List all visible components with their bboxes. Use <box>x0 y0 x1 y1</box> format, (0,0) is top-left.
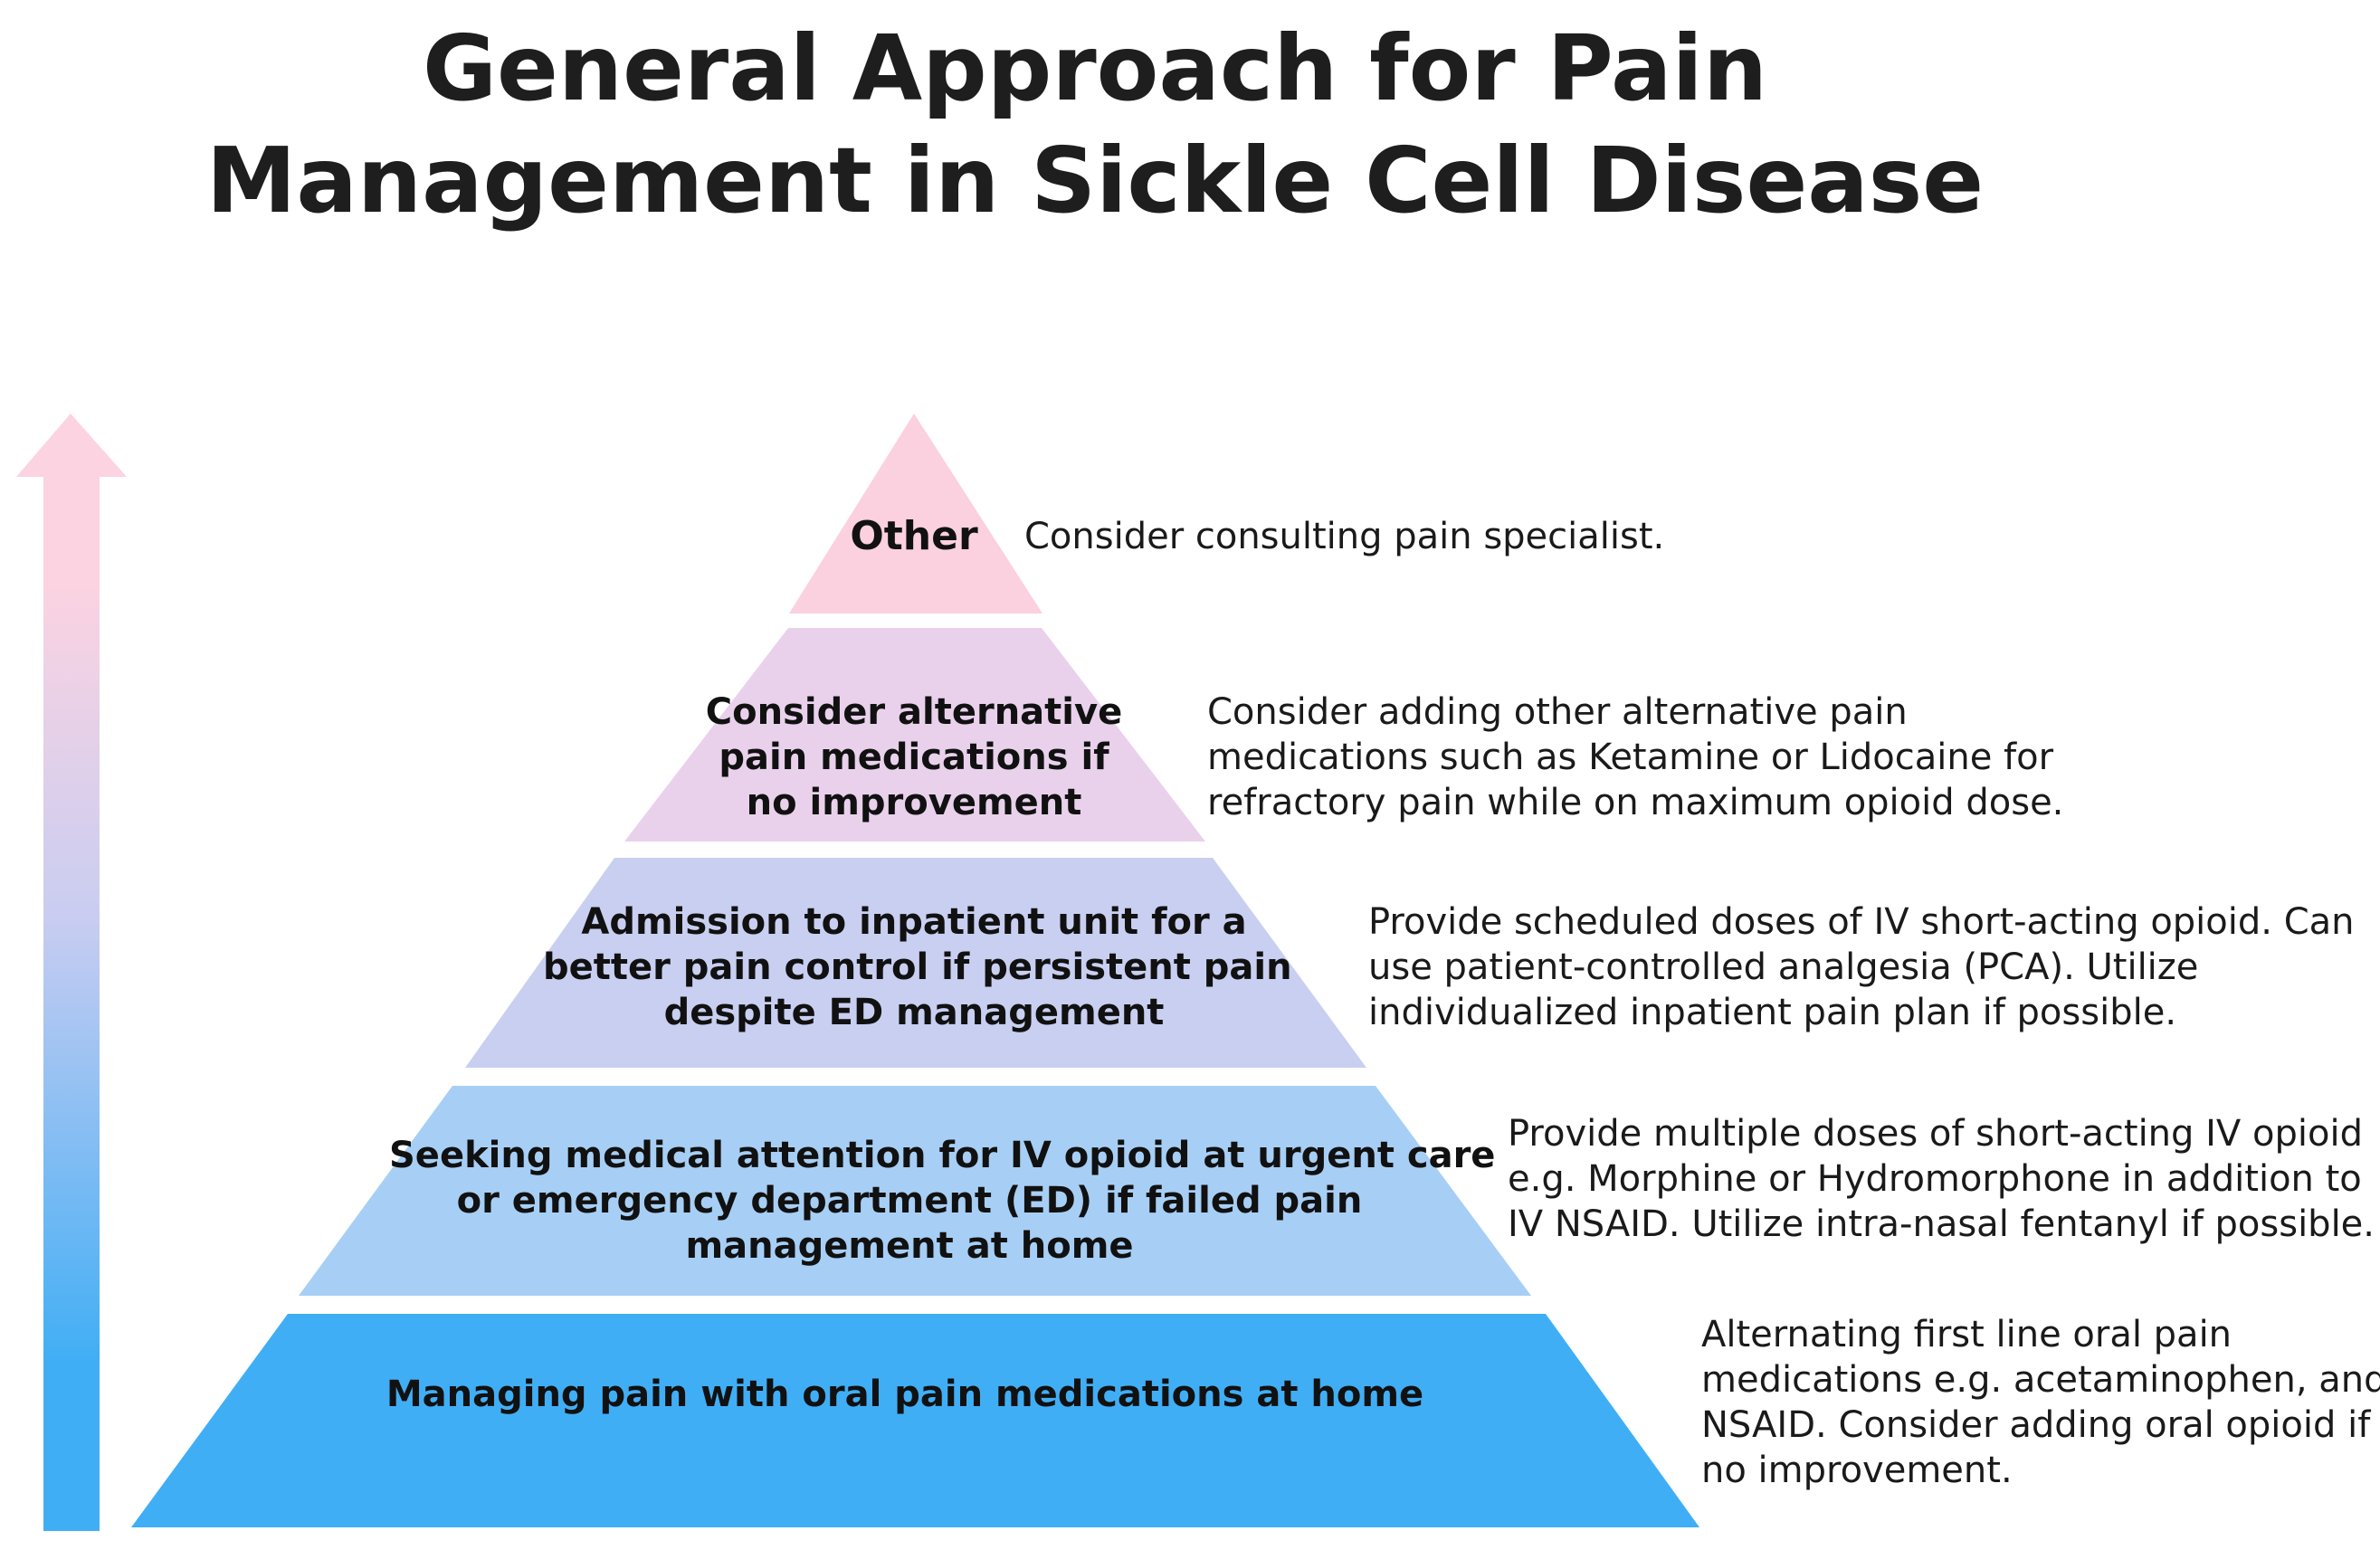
title-line-2: Management in Sickle Cell Disease <box>205 128 1985 233</box>
tier-admission-shape <box>465 858 1366 1068</box>
tier-ed-shape <box>299 1086 1531 1296</box>
tier-description-line: Provide scheduled doses of IV short-acti… <box>1368 901 2355 943</box>
tier-description-line: NSAID. Consider adding oral opioid if <box>1701 1404 2371 1446</box>
tier-description-line: e.g. Morphine or Hydromorphone in additi… <box>1508 1158 2362 1200</box>
tier-description-line: no improvement. <box>1701 1450 2013 1491</box>
tier-description-line: Consider adding other alternative pain <box>1207 691 1908 733</box>
tier-label-line: Other <box>850 513 978 559</box>
tier-label-line: pain medications if <box>719 737 1109 778</box>
tier-label-line: or emergency department (ED) if failed p… <box>456 1180 1363 1222</box>
tier-label-line: Consider alternative <box>705 691 1123 733</box>
escalation-arrow <box>16 414 127 1531</box>
tier-other-description: Consider consulting pain specialist. <box>1024 514 1664 559</box>
tier-description-line: use patient-controlled analgesia (PCA). … <box>1368 946 2199 988</box>
tier-description-line: Alternating first line oral pain <box>1701 1314 2232 1355</box>
tier-other-label: Other <box>778 514 1050 559</box>
tier-label-line: no improvement <box>746 782 1082 823</box>
tier-label-line: better pain control if persistent pain <box>543 946 1292 988</box>
tier-label-line: Seeking medical attention for IV opioid … <box>389 1135 1496 1176</box>
tier-home-shape <box>131 1314 1699 1527</box>
tier-description-line: individualized inpatient pain plan if po… <box>1368 992 2177 1033</box>
tier-description-line: medications e.g. acetaminophen, and <box>1701 1359 2380 1401</box>
tier-description-line: IV NSAID. Utilize intra-nasal fentanyl i… <box>1508 1203 2375 1245</box>
tier-ed-label: Seeking medical attention for IV opioid … <box>389 1133 1496 1269</box>
tier-other-shape <box>789 414 1042 613</box>
tier-alternative-shape <box>624 628 1205 842</box>
tier-home-label: Managing pain with oral pain medications… <box>317 1372 1493 1417</box>
title-line-1: General Approach for Pain <box>422 15 1768 121</box>
tier-description-line: Provide multiple doses of short-acting I… <box>1508 1113 2363 1155</box>
tier-admission-description: Provide scheduled doses of IV short-acti… <box>1368 899 2355 1035</box>
tier-ed-description: Provide multiple doses of short-acting I… <box>1508 1111 2375 1247</box>
tier-description-line: Consider consulting pain specialist. <box>1024 516 1665 557</box>
tier-description-line: refractory pain while on maximum opioid … <box>1207 782 2064 823</box>
tier-label-line: management at home <box>685 1225 1134 1267</box>
tier-description-line: medications such as Ketamine or Lidocain… <box>1207 737 2054 778</box>
tier-label-line: despite ED management <box>663 992 1165 1033</box>
tier-label-line: Admission to inpatient unit for a <box>581 901 1247 943</box>
tier-label-line: Managing pain with oral pain medications… <box>386 1374 1424 1415</box>
